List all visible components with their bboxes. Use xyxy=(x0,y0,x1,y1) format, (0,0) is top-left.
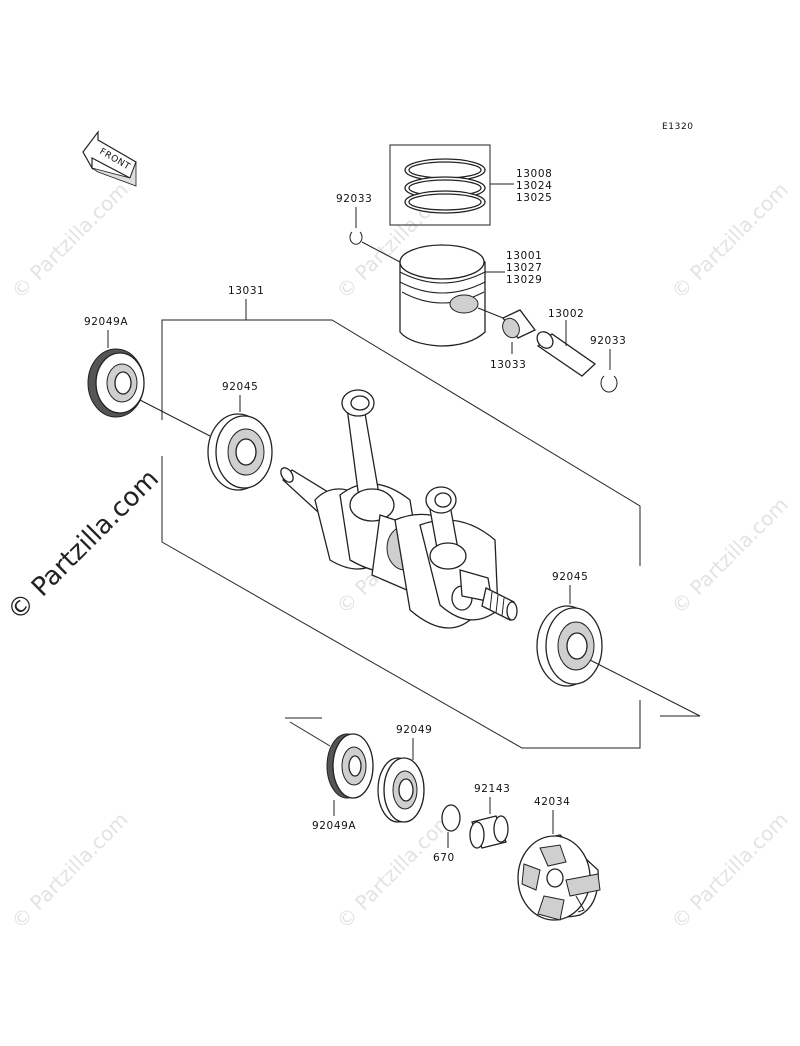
oil-seal-92049: 92049 xyxy=(377,724,432,823)
part-number: 92033 xyxy=(590,335,626,347)
part-number: 13031 xyxy=(228,285,264,297)
circlip-right: 92033 xyxy=(590,335,626,393)
piston-rings: 13008 13024 13025 xyxy=(389,144,552,226)
part-number: 13008 xyxy=(516,168,552,180)
watermark: © Partzilla.com xyxy=(667,492,793,618)
watermark-main: © Partzilla.com xyxy=(2,464,165,627)
part-number: 13033 xyxy=(490,359,526,371)
oil-seal-bottom: 92049A xyxy=(312,733,374,832)
diagram-code: E1320 xyxy=(662,122,694,132)
bearing-left: 92045 xyxy=(207,381,273,491)
part-number: 42034 xyxy=(534,796,570,808)
collar: 92143 xyxy=(469,783,510,849)
part-number: 13027 xyxy=(506,262,542,274)
part-number: 13001 xyxy=(506,250,542,262)
watermark: © Partzilla.com xyxy=(667,807,793,933)
circlip-left: 92033 xyxy=(336,193,401,263)
part-number: 13024 xyxy=(516,180,552,192)
part-number: 13002 xyxy=(548,308,584,320)
needle-bearing: 13033 xyxy=(477,307,536,371)
part-number: 92045 xyxy=(222,381,258,393)
part-number: 13029 xyxy=(506,274,542,286)
part-number: 92045 xyxy=(552,571,588,583)
part-number: 92033 xyxy=(336,193,372,205)
watermark: © Partzilla.com xyxy=(7,807,133,933)
part-number: 92049 xyxy=(396,724,432,736)
front-arrow: FRONT xyxy=(82,130,137,187)
watermark: © Partzilla.com xyxy=(667,177,793,303)
piston-pin: 13002 xyxy=(536,308,597,377)
watermark: © Partzilla.com xyxy=(7,177,133,303)
piston: 13001 13027 13029 xyxy=(399,244,542,347)
part-number: 92049A xyxy=(312,820,356,832)
crankshaft-assy-bracket: 13031 xyxy=(161,285,641,749)
crankshaft xyxy=(280,389,518,629)
o-ring: 670 xyxy=(433,804,461,864)
part-number: 670 xyxy=(433,852,455,864)
part-number: 13025 xyxy=(516,192,552,204)
coupling: 42034 xyxy=(517,796,601,921)
oil-seal-top: 92049A xyxy=(84,316,211,437)
lower-bracket-line xyxy=(289,721,331,747)
part-number: 92049A xyxy=(84,316,128,328)
bearing-right: 92045 xyxy=(536,571,701,717)
part-number: 92143 xyxy=(474,783,510,795)
